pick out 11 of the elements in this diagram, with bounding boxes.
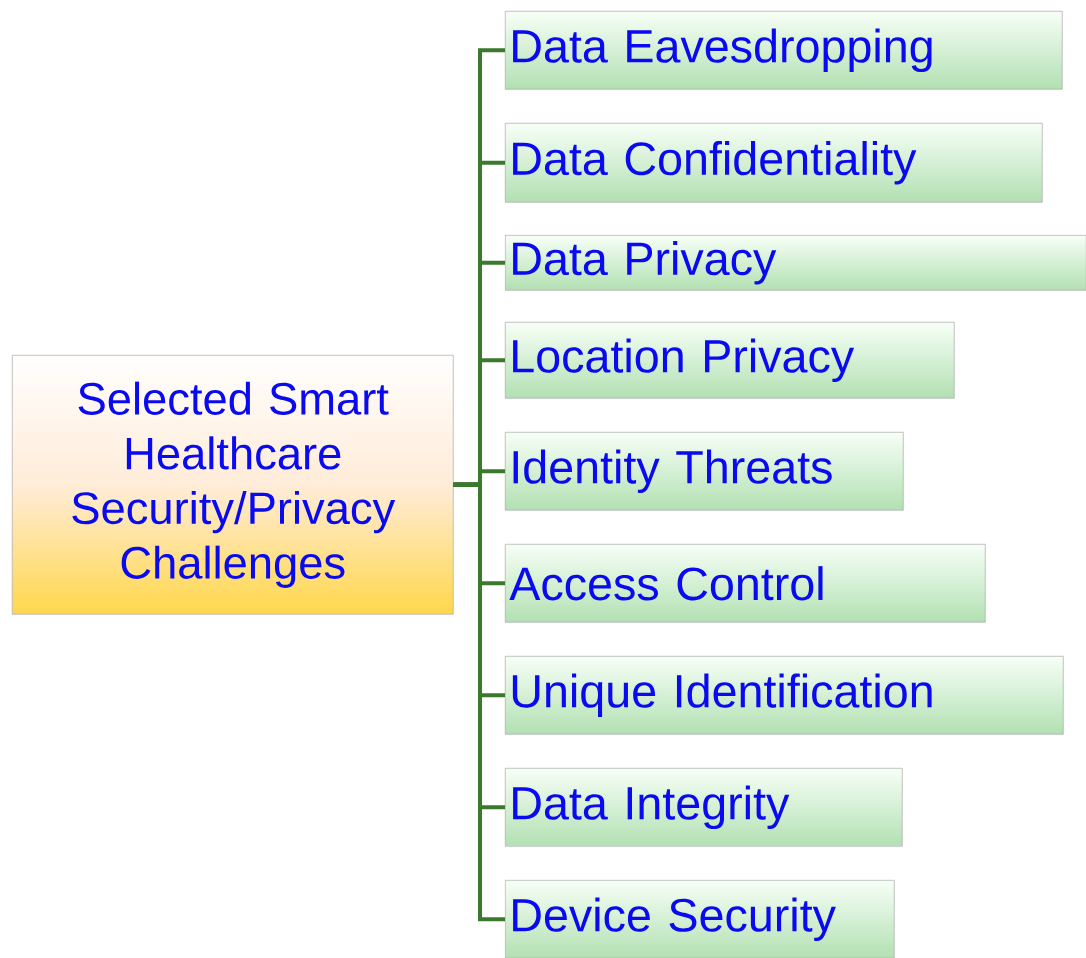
category-box: Location Privacy [505,322,955,399]
category-box: Device Security [505,880,895,958]
category-box: Data Integrity [505,768,903,847]
connector-line [453,482,505,922]
category-box: Unique Identification [505,656,1064,735]
topic-box: Selected Smart Healthcare Security/Privacy Challenges [12,355,454,615]
category-box: Data Privacy [505,235,1086,291]
category-box: Identity Threats [505,432,904,511]
category-box: Data Confidentiality [505,123,1043,203]
category-box: Access Control [505,544,986,623]
category-box: Data Eavesdropping [505,11,1063,90]
